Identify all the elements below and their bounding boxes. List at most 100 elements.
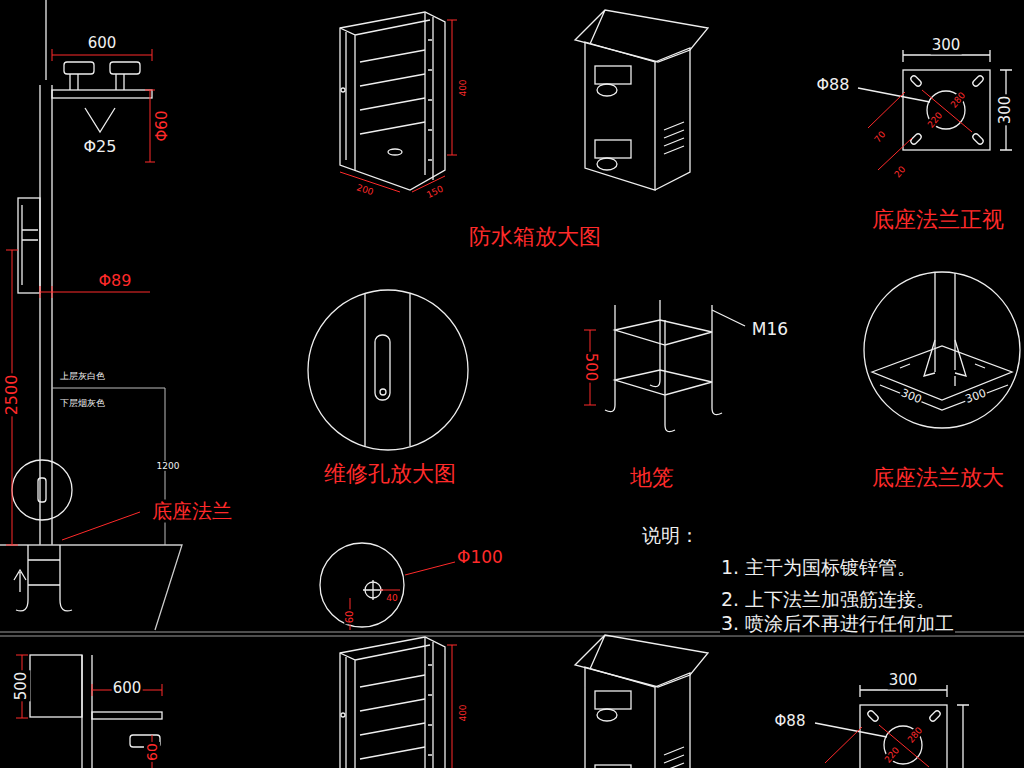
ground-cage — [605, 300, 745, 432]
dimension: 60 — [144, 742, 160, 762]
pole-elevation — [64, 62, 94, 74]
dimension: 280 — [948, 89, 968, 110]
dimension: 500 — [581, 352, 598, 383]
dimension: 2500 — [3, 374, 21, 417]
hole-dimensions — [350, 562, 455, 630]
dimension: 40 — [385, 593, 398, 603]
color-note: 上层灰白色 — [59, 371, 106, 381]
caption: 底座法兰正视 — [871, 207, 1005, 232]
hole-detail — [320, 543, 404, 627]
dimension: 600 — [112, 680, 143, 697]
enclosure-box — [575, 10, 708, 190]
flange-detail — [880, 385, 1008, 410]
flange-detail — [864, 272, 1020, 428]
dimension: Φ89 — [98, 272, 133, 290]
pole-elevation — [14, 570, 26, 592]
flange-front-view — [858, 50, 1012, 170]
dimension: 220 — [882, 744, 902, 765]
pole-elevation — [116, 74, 124, 90]
pole-elevation — [85, 108, 115, 132]
dimension: 300 — [898, 387, 924, 407]
ground-cage — [665, 320, 675, 432]
ground-cage — [605, 305, 615, 412]
hole-detail — [320, 543, 404, 627]
color-note: 下层烟灰色 — [59, 398, 106, 408]
flange-detail — [935, 273, 955, 372]
dimension: 20 — [892, 164, 909, 181]
flange-detail — [864, 272, 1020, 428]
hole-dimensions — [350, 590, 400, 630]
caption: 地笼 — [629, 465, 675, 490]
repair-hole-detail — [365, 294, 410, 446]
pole-elevation — [22, 205, 38, 285]
waterproof-box-iso — [340, 12, 457, 192]
waterproof-box-iso — [340, 637, 457, 768]
dimension: Φ88 — [816, 76, 851, 94]
pole-dimensions — [62, 512, 140, 540]
dimension: Φ88 — [774, 713, 807, 730]
pole-elevation — [70, 74, 78, 90]
pole-elevation — [52, 90, 152, 98]
dimension: 1200 — [156, 461, 181, 471]
dimension: 220 — [925, 109, 945, 130]
pole-elevation — [16, 600, 72, 611]
note: 3. 喷涂后不再进行任何加工 — [720, 613, 955, 635]
pole-elevation-copy — [92, 712, 162, 719]
pole-elevation-copy — [30, 655, 82, 717]
dimension: 300 — [963, 387, 989, 407]
repair-hole-detail — [375, 335, 390, 400]
pole-elevation — [0, 545, 182, 630]
pole-elevation-copy — [82, 655, 92, 768]
pole-elevation — [110, 62, 140, 74]
ground-cage — [712, 310, 745, 326]
flange-front-view — [815, 685, 969, 768]
callout: M16 — [751, 320, 789, 340]
caption: 底座法兰放大 — [871, 465, 1005, 490]
pole-elevation — [52, 388, 165, 545]
pole-elevation — [12, 460, 72, 520]
dimension: 300 — [997, 95, 1014, 126]
dimension: 300 — [931, 37, 962, 54]
note: 2. 上下法兰加强筋连接。 — [720, 589, 936, 611]
flange-detail — [924, 340, 966, 376]
pole-dimensions-copy — [16, 655, 162, 768]
pole-dimensions — [40, 286, 150, 298]
ground-cage — [615, 370, 712, 395]
part-name: 底座法兰 — [151, 500, 233, 523]
note: 1. 主干为国标镀锌管。 — [720, 557, 917, 579]
ground-cage — [712, 305, 722, 415]
dimension: Φ25 — [83, 138, 118, 156]
pole-elevation-copy — [30, 655, 162, 768]
dimension: 280 — [905, 724, 925, 745]
dimension: 150 — [424, 183, 446, 200]
pole-elevation — [38, 478, 46, 502]
pole-elevation — [45, 0, 46, 80]
repair-hole-detail — [308, 290, 468, 450]
caption: 防水箱放大图 — [468, 224, 602, 249]
dimension: Φ100 — [456, 548, 504, 568]
pole-elevation — [28, 545, 60, 600]
pole-elevation — [40, 85, 52, 545]
dimension: 400 — [458, 78, 468, 97]
pole-elevation — [18, 198, 40, 293]
ground-cage — [615, 320, 712, 345]
pole-elevation — [0, 0, 182, 630]
dimension: 300 — [888, 672, 919, 689]
dimension: 200 — [354, 182, 375, 198]
caption: 维修孔放大图 — [323, 461, 457, 486]
dimension: 70 — [872, 129, 889, 146]
repair-hole-detail — [380, 389, 386, 395]
dimension: 400 — [458, 703, 468, 722]
flange-detail — [900, 364, 985, 386]
dimension: Φ60 — [154, 110, 171, 143]
dimension: 600 — [87, 35, 118, 52]
notes-heading: 说明： — [641, 525, 700, 547]
dimension: 500 — [13, 671, 30, 702]
pole-dimensions — [6, 49, 155, 545]
enclosure-box — [575, 635, 708, 768]
hole-dimensions — [405, 562, 455, 575]
dimension: 60 — [344, 610, 356, 625]
repair-hole-detail — [308, 290, 468, 450]
ground-cage — [650, 300, 660, 387]
